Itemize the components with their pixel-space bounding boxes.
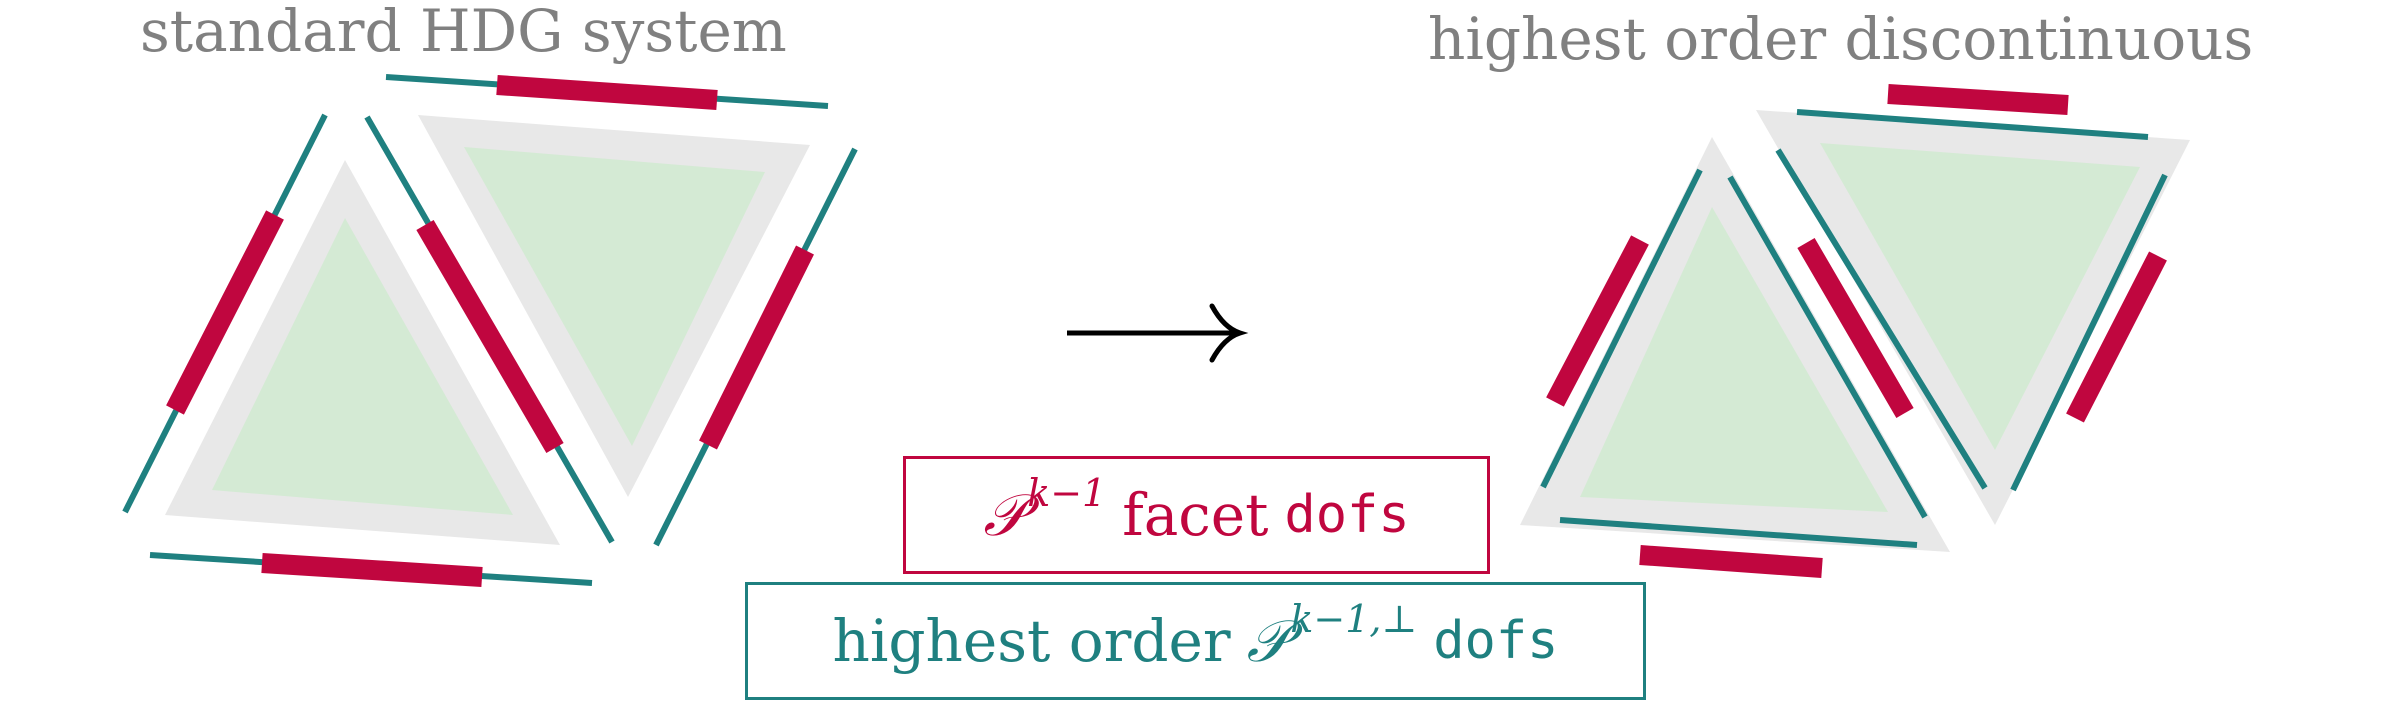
legend-highest-text: highest order — [832, 607, 1231, 675]
left-facet-dof-2 — [416, 219, 564, 454]
legend-facet-text: facet — [1122, 481, 1269, 549]
left-element-upper-interior — [464, 147, 765, 446]
legend-highest-symbol: 𝒫 — [1246, 606, 1289, 675]
right-teal-edge-6 — [2010, 173, 2168, 492]
legend-facet-superscript: k−1 — [1027, 471, 1107, 515]
right-teal-edge-4 — [1775, 148, 1988, 490]
legend-highest-code: dofs — [1433, 611, 1559, 671]
right-element-lower-interior — [1580, 207, 1888, 512]
title-standard-hdg: standard HDG system — [140, 0, 787, 65]
legend-facet-code: dofs — [1284, 485, 1410, 545]
title-highest-order-discontinuous: highest order discontinuous — [1428, 5, 2254, 73]
left-facet-dof-5 — [699, 245, 814, 450]
left-mesh — [122, 74, 858, 587]
left-element-lower-interior — [212, 218, 513, 515]
right-facet-dof-2 — [1797, 237, 1914, 419]
legend-facet-symbol: 𝒫 — [983, 480, 1026, 549]
right-teal-edge-2 — [1727, 175, 1928, 519]
right-facet-dof-5 — [2066, 251, 2167, 423]
long-right-arrow-icon — [1067, 303, 1249, 363]
left-facet-dof-1 — [166, 210, 284, 415]
right-facet-dof-4 — [1887, 84, 2069, 115]
left-facet-dof-3 — [261, 553, 483, 587]
right-teal-edge-5 — [1796, 109, 2149, 140]
left-facet-dof-4 — [496, 75, 718, 110]
right-element-upper-interior — [1820, 143, 2140, 450]
right-mesh — [1520, 84, 2190, 578]
right-facet-dof-1 — [1546, 235, 1649, 407]
right-facet-dof-3 — [1639, 545, 1823, 578]
right-teal-edge-3 — [1559, 517, 1918, 548]
right-teal-edge-1 — [1540, 168, 1703, 489]
legend-highest-superscript: k−1,⊥ — [1290, 597, 1418, 641]
